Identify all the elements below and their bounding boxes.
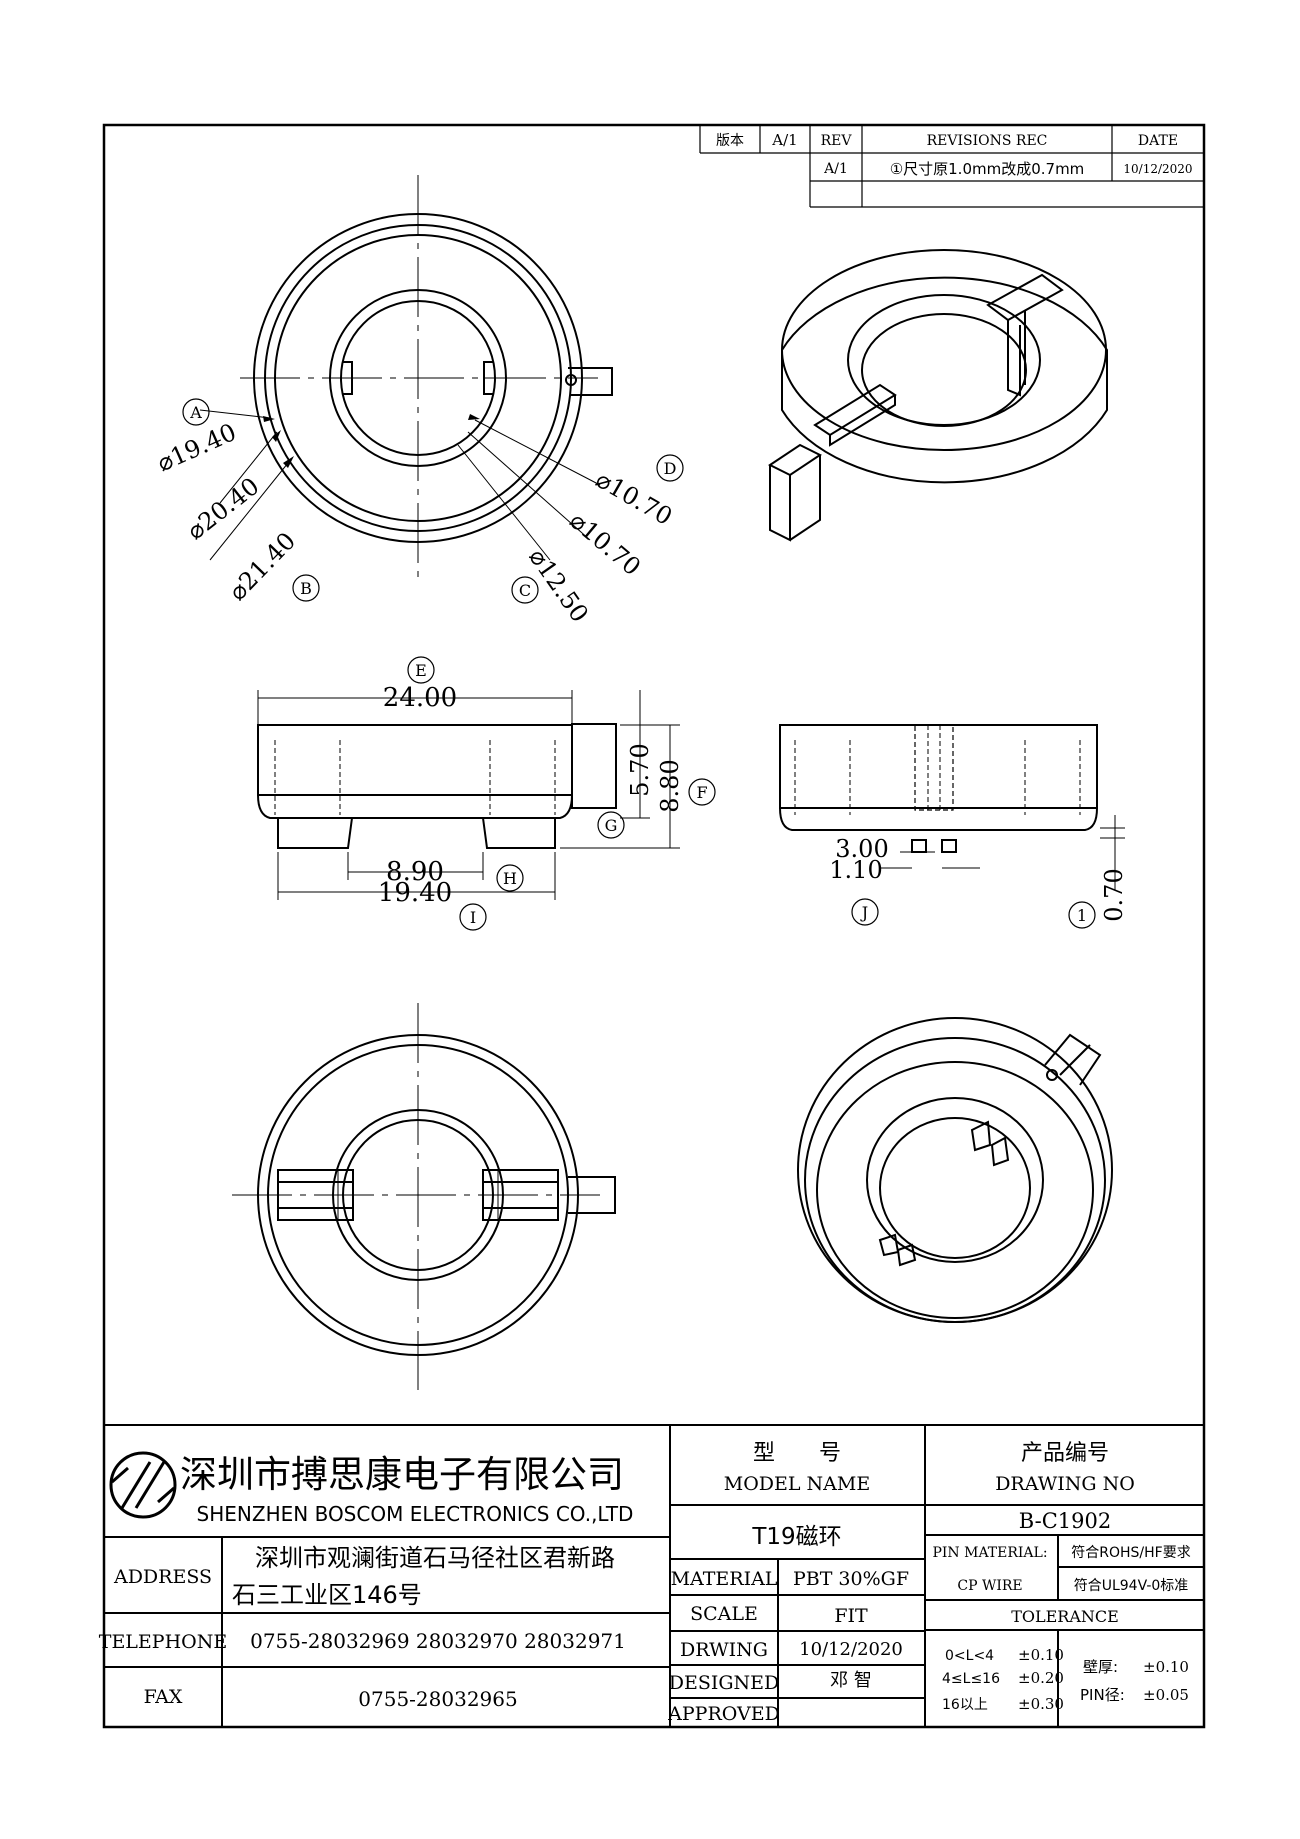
material-value: PBT 30%GF: [793, 1568, 909, 1590]
dim-d2040: ⌀20.40: [182, 472, 265, 545]
pin-label: PIN径:: [1080, 1686, 1125, 1704]
dim-d1070b: ⌀10.70: [564, 506, 646, 581]
company-name-en: SHENZHEN BOSCOM ELECTRONICS CO.,LTD: [197, 1502, 634, 1526]
scale-label: SCALE: [690, 1603, 758, 1625]
cp-wire-label: CP WIRE: [957, 1578, 1022, 1594]
label-f: F: [696, 783, 707, 802]
model-name-cn: 型 号: [753, 1441, 841, 1466]
rev-header: REV: [821, 133, 853, 149]
drawing-border: [102, 123, 1206, 1729]
front-view: [257, 723, 617, 849]
label-one: 1: [1077, 906, 1087, 925]
tolerance-label: TOLERANCE: [1011, 1607, 1119, 1626]
pin-value: ±0.05: [1143, 1686, 1189, 1704]
scale-value: FIT: [834, 1605, 868, 1627]
isometric-view-top: [768, 249, 1108, 542]
tol-row3-range: 16以上: [942, 1697, 988, 1713]
dim-w110: 1.10: [829, 856, 882, 884]
revision-row-rev: A/1: [823, 161, 848, 177]
company-logo: [109, 1451, 177, 1519]
drawing-date: 10/12/2020: [799, 1639, 903, 1660]
label-d-circle: [656, 454, 684, 482]
label-g: G: [605, 816, 618, 835]
label-d: D: [664, 459, 677, 478]
wall-label: 壁厚:: [1083, 1658, 1118, 1676]
telephone-value: 0755-28032969 28032970 28032971: [250, 1629, 626, 1653]
designed-value: 邓 智: [830, 1670, 872, 1691]
label-h: H: [503, 869, 517, 888]
version-value: A/1: [771, 131, 797, 149]
telephone-label: TELEPHONE: [99, 1631, 227, 1653]
dim-d1940: ⌀19.40: [153, 418, 240, 477]
label-g-circle: [597, 811, 625, 839]
label-e-circle: [407, 656, 435, 684]
label-h-circle: [496, 864, 524, 892]
side-view: [779, 724, 1098, 853]
dim-w300: 3.00: [835, 835, 888, 863]
label-a-circle: [182, 398, 210, 426]
front-view-labels: E 24.00 5.70 8.80 F G 8.90 H 19.40 I: [378, 656, 716, 931]
drawing-no-en: DRAWING NO: [995, 1473, 1135, 1495]
revision-row-date: 10/12/2020: [1123, 162, 1192, 176]
pin-material-label: PIN MATERIAL:: [932, 1545, 1047, 1561]
label-b-circle: [292, 574, 320, 602]
isometric-view-bottom: [797, 1017, 1113, 1323]
label-e: E: [415, 661, 427, 680]
drawing-no-value: B-C1902: [1019, 1509, 1111, 1533]
bottom-view: [232, 1003, 616, 1390]
model-name-en: MODEL NAME: [724, 1473, 870, 1495]
title-block-text: 深圳市搏思康电子有限公司 SHENZHEN BOSCOM ELECTRONICS…: [99, 1441, 1191, 1725]
address-line1: 深圳市观澜街道石马径社区君新路: [255, 1544, 615, 1572]
approved-label: APPROVED: [667, 1703, 780, 1725]
tol-row1-range: 0<L<4: [945, 1648, 994, 1664]
label-one-circle: [1068, 901, 1096, 929]
label-b: B: [300, 579, 312, 598]
material-label: MATERIAL: [671, 1568, 778, 1590]
tol-row3-value: ±0.30: [1018, 1695, 1064, 1713]
top-view: [240, 175, 613, 583]
version-label: 版本: [716, 133, 744, 149]
revisions-header: REVISIONS REC: [927, 133, 1048, 149]
dim-w1940: 19.40: [378, 878, 452, 908]
side-view-labels: 3.00 1.10 J 1 0.70: [829, 835, 1128, 929]
tol-row2-range: 4≤L≤16: [942, 1671, 1000, 1687]
dim-d1250: ⌀12.50: [523, 543, 594, 627]
revision-row-change: ①尺寸原1.0mm改成0.7mm: [890, 160, 1085, 178]
dim-w890: 8.90: [386, 857, 444, 887]
model-value: T19磁环: [751, 1524, 841, 1550]
address-line2: 石三工业区146号: [232, 1581, 422, 1609]
top-view-dimensions: [199, 409, 601, 561]
drawing-label: DRWING: [680, 1639, 768, 1661]
side-view-dimensions: [880, 815, 1125, 890]
rohs-note: 符合ROHS/HF要求: [1071, 1545, 1190, 1561]
designed-label: DESIGNED: [669, 1672, 780, 1694]
revision-block: 版本 A/1 REV REVISIONS REC DATE A/1 ①尺寸原1.…: [699, 125, 1204, 208]
wall-value: ±0.10: [1143, 1658, 1189, 1676]
title-block: [104, 1424, 1204, 1727]
drawing-no-cn: 产品编号: [1021, 1441, 1109, 1466]
label-j: J: [860, 903, 868, 922]
tol-row1-value: ±0.10: [1018, 1646, 1064, 1664]
dim-d2140: ⌀21.40: [223, 527, 301, 606]
dim-w2400: 24.00: [383, 683, 457, 713]
ul-note: 符合UL94V-0标准: [1074, 1578, 1189, 1594]
label-c: C: [519, 581, 531, 600]
label-j-circle: [851, 898, 879, 926]
company-name-cn: 深圳市搏思康电子有限公司: [180, 1453, 624, 1496]
address-label: ADDRESS: [113, 1566, 212, 1588]
fax-value: 0755-28032965: [358, 1687, 517, 1711]
label-i-circle: [459, 903, 487, 931]
label-c-circle: [511, 576, 539, 604]
tol-row2-value: ±0.20: [1018, 1669, 1064, 1687]
label-a: A: [189, 403, 202, 422]
label-i: I: [470, 908, 476, 927]
front-view-dimensions: [257, 690, 680, 900]
date-header: DATE: [1138, 133, 1178, 149]
label-f-circle: [688, 778, 716, 806]
dim-h570: 5.70: [626, 743, 654, 796]
dim-h070: 0.70: [1100, 868, 1128, 921]
dim-h880: 8.80: [656, 759, 684, 812]
fax-label: FAX: [144, 1686, 183, 1708]
